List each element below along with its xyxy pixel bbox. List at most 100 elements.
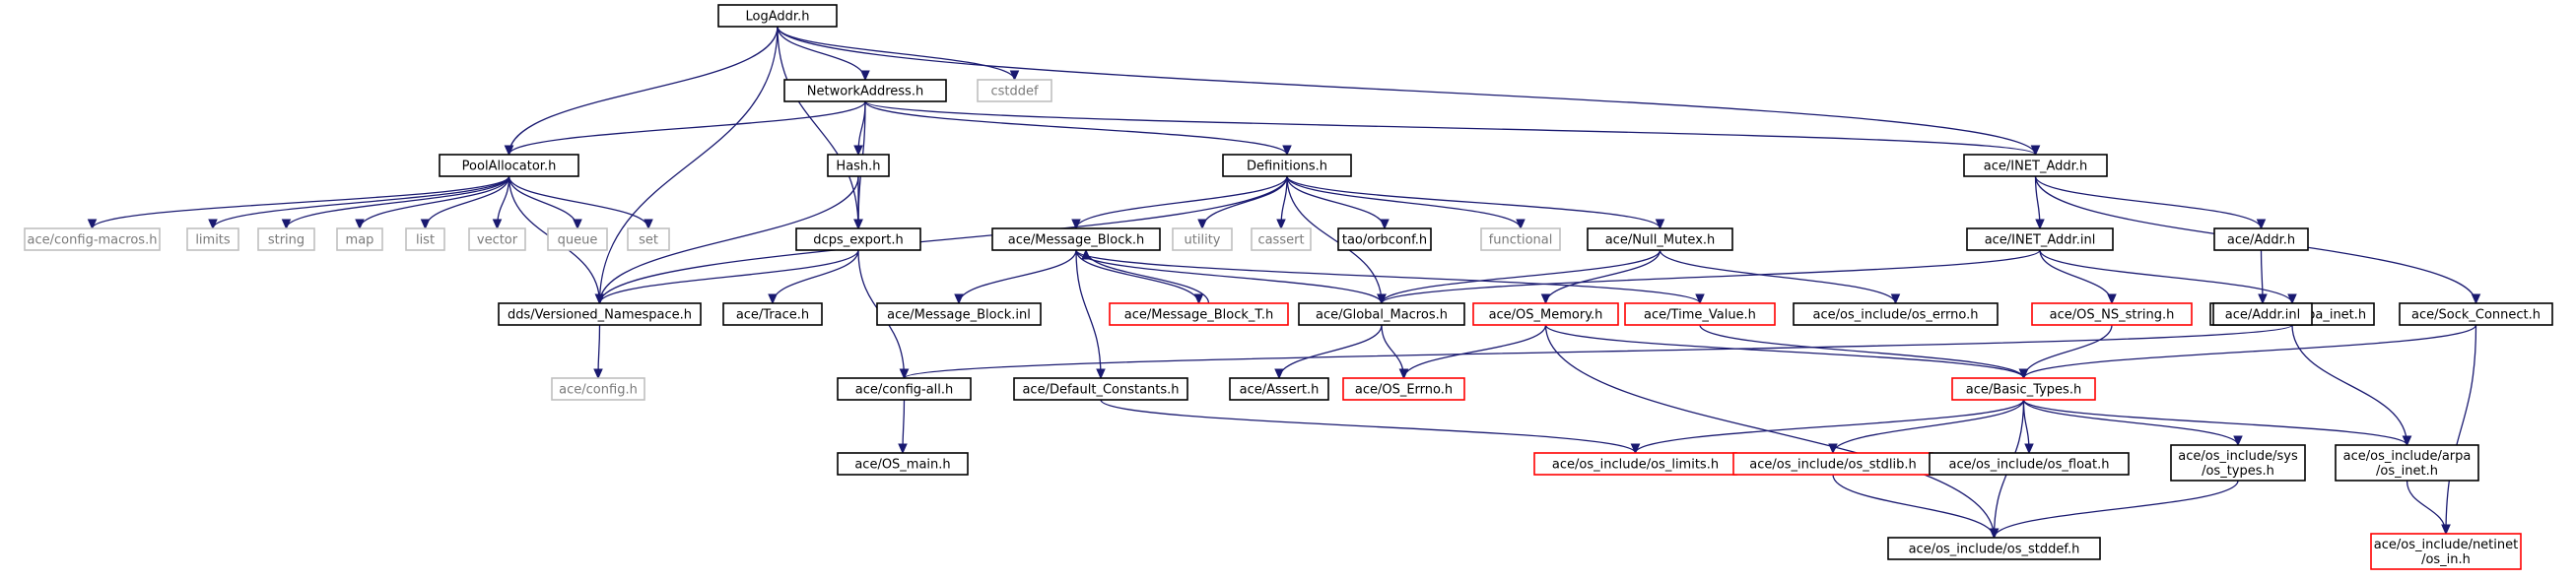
node-label: ace/config.h (559, 383, 638, 398)
node-basictypes[interactable]: ace/Basic_Types.h (1951, 377, 2096, 401)
node-box (1229, 377, 1329, 401)
node-box (991, 227, 1161, 251)
node-osnsstring[interactable]: ace/OS_NS_string.h (2031, 302, 2193, 326)
node-msgblock[interactable]: ace/Message_Block.h (991, 227, 1161, 251)
node-osin[interactable]: ace/os_include/netinet/os_in.h (2370, 533, 2522, 570)
node-box (1337, 227, 1432, 251)
node-box (1472, 302, 1619, 326)
node-msgblockt[interactable]: ace/Message_Block_T.h (1109, 302, 1289, 326)
node-logaddr[interactable]: LogAddr.h (717, 4, 838, 28)
node-label: ace/Default_Constants.h (1022, 383, 1179, 398)
node-box (468, 227, 526, 251)
node-nullmutex[interactable]: ace/Null_Mutex.h (1587, 227, 1733, 251)
node-addrinl[interactable]: ace/Addr.inl (2212, 302, 2313, 326)
node-box (405, 227, 445, 251)
edge-msgblock-to-timevalue (1075, 249, 1705, 305)
node-osfloat[interactable]: ace/os_include/os_float.h (1929, 452, 2130, 476)
node-msgblockinl[interactable]: ace/Message_Block.inl (876, 302, 1042, 326)
node-box (1966, 227, 2114, 251)
node-netaddr[interactable]: NetworkAddress.h (783, 79, 947, 102)
node-hash[interactable]: Hash.h (827, 154, 890, 177)
node-box (1587, 227, 1733, 251)
node-oserrnoinc[interactable]: ace/os_include/os_errno.h (1793, 302, 1999, 326)
node-label: limits (195, 233, 231, 248)
node-osmemory[interactable]: ace/OS_Memory.h (1472, 302, 1619, 326)
node-box (498, 302, 702, 326)
edge-netaddr-to-inetaddr (864, 100, 2041, 157)
node-box (795, 227, 921, 251)
node-cfgmacros: ace/config-macros.h (24, 227, 161, 251)
node-osstddef[interactable]: ace/os_include/os_stddef.h (1887, 537, 2101, 560)
node-assert[interactable]: ace/Assert.h (1229, 377, 1329, 401)
node-timevalue[interactable]: ace/Time_Value.h (1624, 302, 1776, 326)
node-configall[interactable]: ace/config-all.h (837, 377, 972, 401)
edge-osnsstring-to-basictypes (2018, 324, 2113, 380)
node-label: ace/OS_Memory.h (1489, 308, 1603, 323)
edge-poolalloc-to-limits (208, 175, 510, 230)
node-inetinl[interactable]: ace/INET_Addr.inl (1966, 227, 2114, 251)
node-box (2213, 227, 2309, 251)
edge-msgblock-to-defconst (1075, 249, 1106, 380)
node-config: ace/config.h (551, 377, 645, 401)
node-ostypes[interactable]: ace/os_include/sys/os_types.h (2170, 444, 2306, 482)
edge-inetaddr-to-inetinl (2034, 175, 2045, 230)
node-box (24, 227, 161, 251)
node-box (717, 4, 838, 28)
node-box (837, 377, 972, 401)
node-poolalloc[interactable]: PoolAllocator.h (439, 154, 579, 177)
node-label: ace/config-all.h (855, 383, 954, 398)
node-defconst[interactable]: ace/Default_Constants.h (1013, 377, 1188, 401)
node-label: set (639, 233, 658, 248)
node-label: ace/OS_main.h (854, 458, 950, 473)
node-addrh[interactable]: ace/Addr.h (2213, 227, 2309, 251)
node-osinet[interactable]: ace/os_include/arpa/os_inet.h (2335, 444, 2479, 482)
node-osmain[interactable]: ace/OS_main.h (837, 452, 969, 476)
edge-definitions-to-functional (1286, 175, 1525, 230)
edge-nullmutex-to-globalmacros (1377, 249, 1661, 305)
node-osstdlib[interactable]: ace/os_include/os_stdlib.h (1732, 452, 1933, 476)
edge-poolalloc-to-string (281, 175, 510, 230)
node-string: string (257, 227, 315, 251)
node-box (2399, 302, 2553, 326)
node-box (977, 79, 1052, 102)
node-box (627, 227, 670, 251)
node-inetaddr[interactable]: ace/INET_Addr.h (1963, 154, 2108, 177)
node-label: ace/Null_Mutex.h (1605, 233, 1716, 248)
edge-versioned-to-config (593, 324, 603, 380)
node-dcpsexport[interactable]: dcps_export.h (795, 227, 921, 251)
edge-logaddr-to-dcpsexport (777, 26, 863, 230)
node-box (1929, 452, 2130, 476)
edge-osnsarpa-to-configall (899, 324, 2293, 380)
node-oserrno[interactable]: ace/OS_Errno.h (1342, 377, 1465, 401)
node-functional: functional (1480, 227, 1561, 251)
node-oslimits[interactable]: ace/os_include/os_limits.h (1533, 452, 1737, 476)
edge-inetinl-to-osnsstring (2039, 249, 2117, 305)
edge-configall-to-osmain (898, 399, 908, 455)
node-label: map (346, 233, 374, 248)
node-orbconf[interactable]: tao/orbconf.h (1337, 227, 1432, 251)
node-box (257, 227, 315, 251)
node-label: ace/Time_Value.h (1644, 308, 1756, 323)
node-label: ace/Addr.h (2227, 233, 2295, 248)
node-utility: utility (1172, 227, 1233, 251)
node-label: tao/orbconf.h (1342, 233, 1427, 248)
node-globalmacros[interactable]: ace/Global_Macros.h (1298, 302, 1465, 326)
edge-netaddr-to-definitions (864, 100, 1292, 157)
node-box (1172, 227, 1233, 251)
node-label: ace/Message_Block.inl (887, 308, 1031, 323)
node-label: ace/Basic_Types.h (1966, 383, 2081, 398)
node-sockconnect[interactable]: ace/Sock_Connect.h (2399, 302, 2553, 326)
edge-inetinl-to-osnsarpa (2039, 249, 2297, 305)
node-trace[interactable]: ace/Trace.h (722, 302, 823, 326)
edge-poolalloc-to-map (355, 175, 510, 230)
edge-poolalloc-to-list (420, 175, 510, 230)
node-box (1793, 302, 1999, 326)
node-definitions[interactable]: Definitions.h (1222, 154, 1352, 177)
edge-osstdlib-to-osstddef (1832, 474, 2000, 540)
node-box (1222, 154, 1352, 177)
node-versioned[interactable]: dds/Versioned_Namespace.h (498, 302, 702, 326)
node-label: /os_in.h (2421, 552, 2471, 567)
node-box (783, 79, 947, 102)
edge-netaddr-to-poolalloc (504, 100, 866, 157)
node-label: ace/Message_Block_T.h (1124, 308, 1273, 323)
